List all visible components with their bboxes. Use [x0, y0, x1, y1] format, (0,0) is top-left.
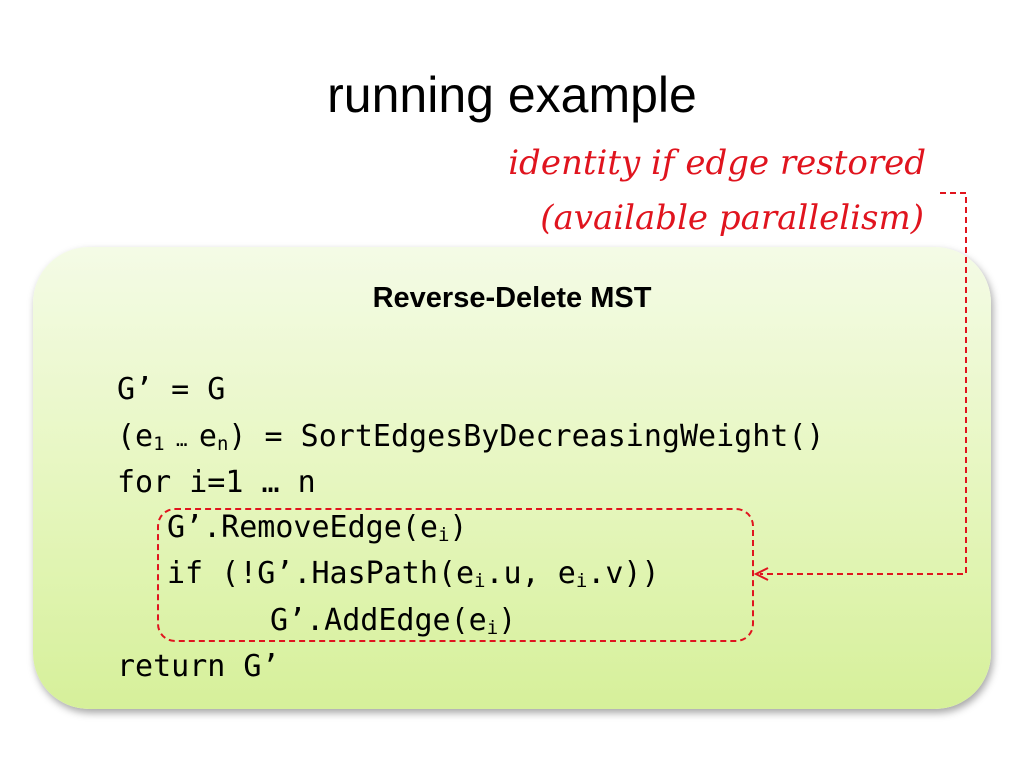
- code-text: .u, e: [485, 556, 576, 591]
- code-line-6: G’.AddEdge(ei): [270, 606, 516, 638]
- ellipsis: …: [164, 429, 199, 451]
- algorithm-box: [33, 247, 991, 709]
- code-line-7: return G’: [117, 649, 280, 684]
- connector-path: [760, 192, 967, 575]
- highlight-dashed-box: [157, 508, 754, 642]
- code-text: (e: [117, 419, 154, 454]
- subscript: i: [575, 570, 588, 592]
- code-line-1: G’ = G: [117, 372, 226, 407]
- code-text: .v)): [587, 556, 660, 591]
- slide-title: running example: [327, 67, 697, 123]
- code-text: G’.AddEdge(e: [270, 603, 487, 638]
- code-text: ) = SortEdgesByDecreasingWeight(): [228, 419, 825, 454]
- annotation-line-1: identity if edge restored: [508, 143, 926, 183]
- arrow-head-icon: [753, 567, 769, 581]
- subscript: n: [216, 433, 229, 455]
- code-text: e: [198, 419, 217, 454]
- subscript: i: [486, 617, 499, 639]
- subscript: i: [474, 570, 486, 592]
- algorithm-title: Reverse-Delete MST: [372, 282, 652, 314]
- code-text: ): [449, 510, 468, 545]
- code-line-4: G’.RemoveEdge(ei): [167, 513, 467, 545]
- subscript: i: [437, 524, 450, 546]
- code-line-2: (e1 … en) = SortEdgesByDecreasingWeight(…: [117, 422, 824, 454]
- subscript: 1: [153, 433, 165, 455]
- code-line-3: for i=1 … n: [117, 465, 316, 500]
- annotation-line-2: (available parallelism): [540, 198, 924, 238]
- code-text: ): [498, 603, 517, 638]
- code-line-5: if (!G’.HasPath(ei.u, ei.v)): [167, 559, 660, 591]
- code-text: G’.RemoveEdge(e: [167, 510, 438, 545]
- code-text: if (!G’.HasPath(e: [167, 556, 475, 591]
